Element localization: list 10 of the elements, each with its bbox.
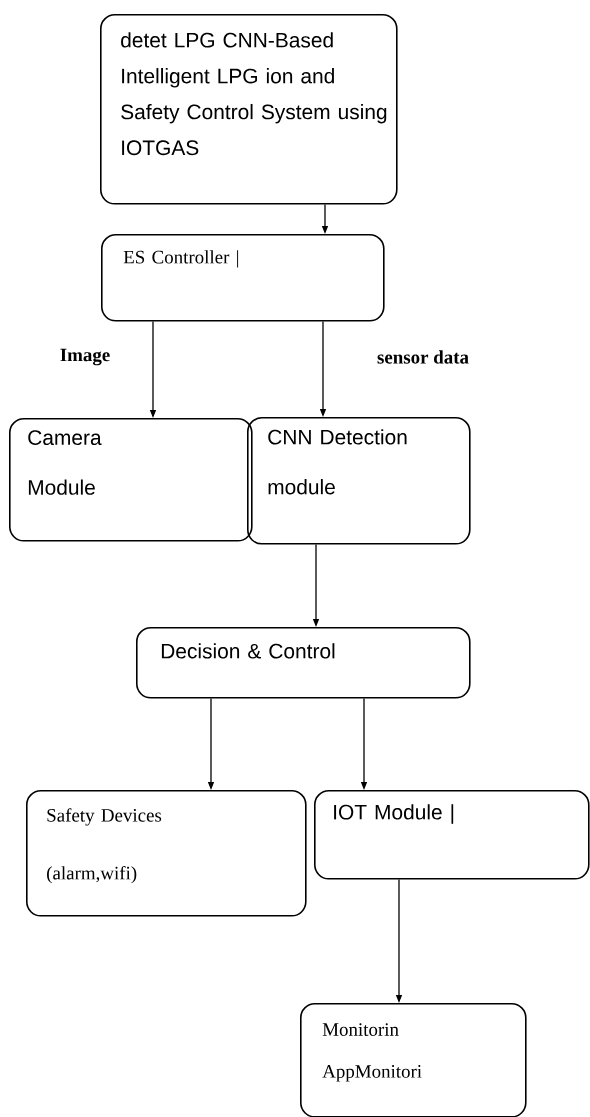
process-box: Monitorin AppMonitori [300, 1003, 527, 1117]
edge-label: Image [58, 347, 112, 367]
process-box: Decision & Control [136, 627, 471, 699]
process-box: Safety Devices (alarm,wifi) [26, 790, 307, 917]
process-box: ES Controller | [101, 234, 385, 322]
edge-label: sensor data [376, 349, 470, 365]
process-box: detet LPG CNN-Based Intelligent LPG ion and Safety Control System using IOTGAS [100, 14, 398, 205]
process-box: CNN Detection module [247, 417, 471, 545]
process-box: Camera Module [9, 418, 253, 542]
process-box: IOT Module | [314, 790, 590, 880]
